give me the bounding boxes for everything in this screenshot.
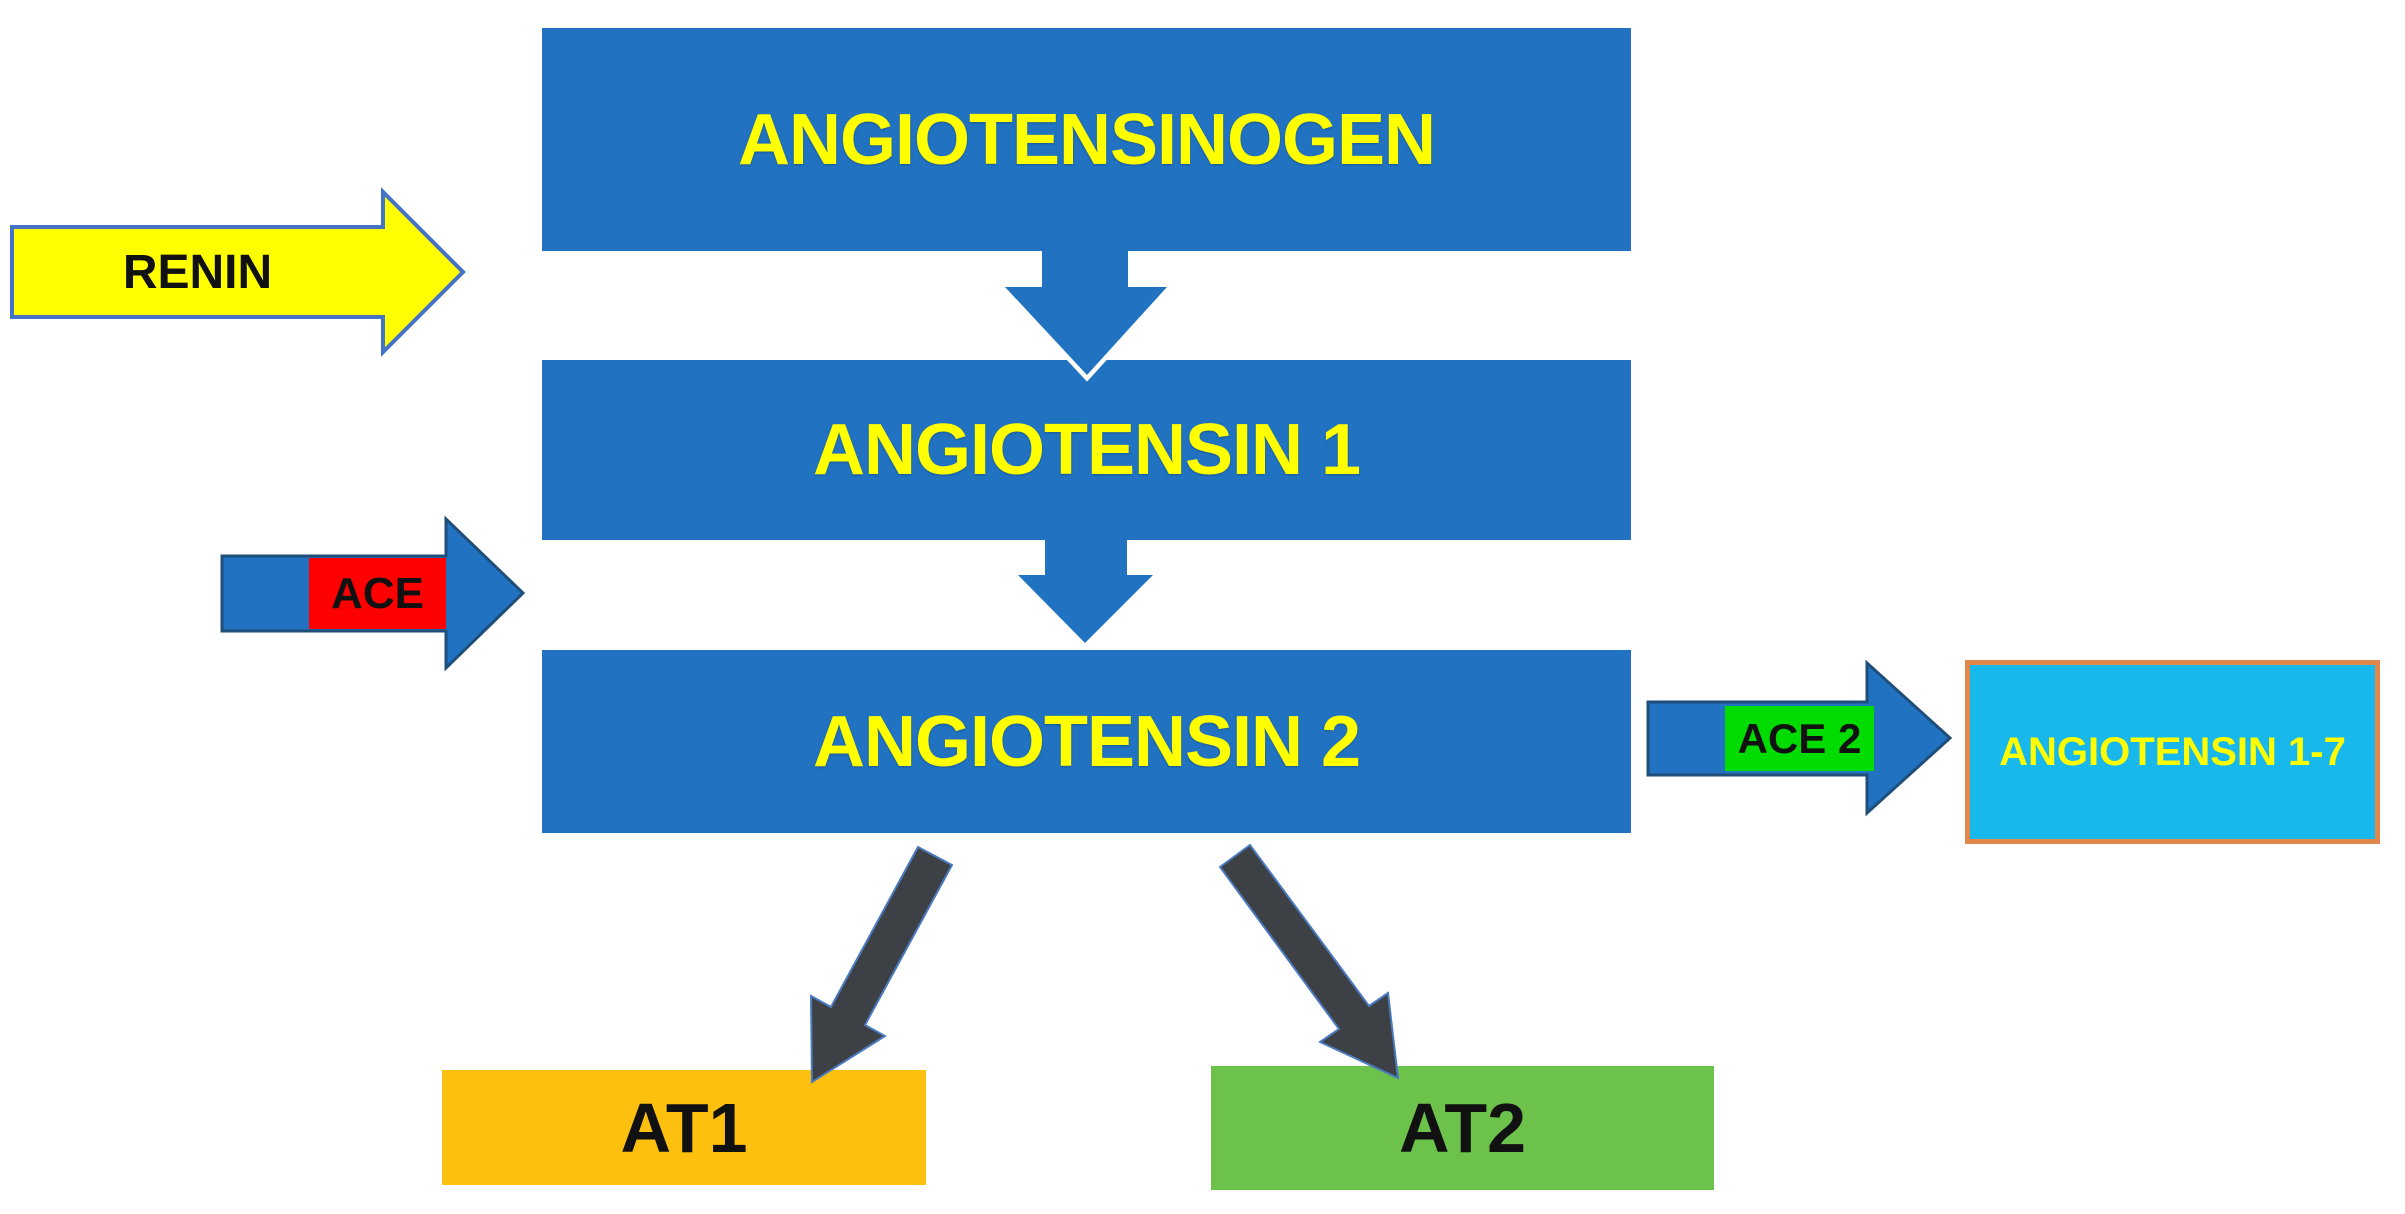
- angiotensin-1-7-label: ANGIOTENSIN 1-7: [1999, 729, 2346, 774]
- at1-label: AT1: [620, 1088, 748, 1167]
- down-arrow-2-halo: [1007, 535, 1164, 650]
- renin-label: RENIN: [122, 245, 273, 299]
- ace2-label: ACE 2: [1737, 714, 1862, 762]
- ace-label: ACE: [331, 568, 424, 618]
- arrow-to-at1-icon: [809, 845, 954, 1084]
- angiotensinogen-label: ANGIOTENSINOGEN: [737, 99, 1436, 180]
- down-arrow-2-icon: [1018, 540, 1153, 643]
- node-at2-receptor: AT2: [1211, 1066, 1714, 1190]
- down-arrow-1-icon: [1005, 250, 1167, 375]
- down-arrow-1-halo: [994, 245, 1178, 382]
- node-angiotensin-1: ANGIOTENSIN 1: [542, 360, 1631, 540]
- node-at1-receptor: AT1: [442, 1070, 926, 1185]
- node-angiotensin-2: ANGIOTENSIN 2: [542, 650, 1631, 833]
- node-angiotensinogen: ANGIOTENSINOGEN: [542, 28, 1631, 251]
- arrow-to-at2-icon: [1218, 843, 1400, 1080]
- angiotensin-1-label: ANGIOTENSIN 1: [812, 410, 1361, 490]
- at2-label: AT2: [1398, 1089, 1527, 1167]
- node-angiotensin-1-7: ANGIOTENSIN 1-7: [1965, 660, 2380, 844]
- angiotensin-2-label: ANGIOTENSIN 2: [812, 701, 1361, 782]
